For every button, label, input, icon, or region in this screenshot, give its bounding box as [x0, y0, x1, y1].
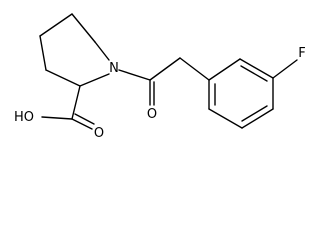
- bond-ar1-ar2: [208, 58, 241, 81]
- hydroxyl-label: HO: [14, 110, 34, 125]
- pyrrolidine-ring: [39, 13, 110, 87]
- bond-ar4-ar5-inner: [241, 105, 268, 122]
- skeletal-structure: N O HO O F: [14, 13, 306, 141]
- carboxylic-acid-group: [41, 85, 95, 130]
- bond-c3-c4: [39, 35, 47, 71]
- carbonyl-oxygen-label: O: [147, 107, 157, 122]
- bond-cooh-o-b: [74, 113, 95, 125]
- acyl-chain: [118, 57, 210, 106]
- bond-cooh-oh: [41, 116, 73, 120]
- bond-n-c2: [79, 73, 110, 87]
- fluorine-atom-label: F: [298, 46, 305, 61]
- bond-ar3-f: [272, 59, 298, 79]
- bond-ar5-ar6: [208, 108, 243, 129]
- bond-c5-c6: [71, 13, 96, 43]
- bond-ar2-ar3: [239, 58, 274, 79]
- bond-ar2-ar3-inner: [240, 65, 268, 82]
- bond-c2-c3: [45, 69, 81, 87]
- bond-cooh-o-a: [71, 118, 93, 130]
- nitrogen-atom-label: N: [109, 61, 119, 76]
- acid-oxygen-label: O: [94, 126, 104, 141]
- bond-c6-n: [94, 41, 110, 61]
- bond-c4-c5: [39, 13, 73, 37]
- bond-ch2-ring: [179, 57, 210, 81]
- fluorophenyl-ring: [208, 58, 298, 129]
- bond-c2-cooh: [71, 85, 81, 120]
- bond-n-carbonyl: [118, 69, 151, 81]
- bond-carbonyl-ch2: [149, 57, 181, 81]
- bond-ar4-ar5: [241, 108, 274, 129]
